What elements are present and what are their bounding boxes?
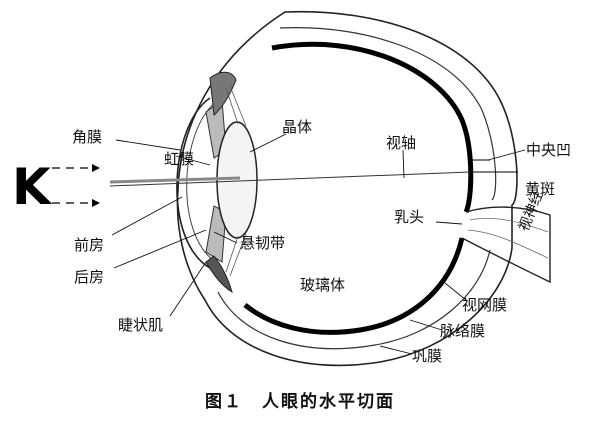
- cornea-inner: [186, 101, 217, 263]
- ciliary-lower: [205, 255, 233, 294]
- label-macula: 黄斑: [525, 180, 556, 198]
- label-cornea: 角膜: [72, 128, 103, 146]
- label-fovea: 中央凹: [526, 141, 572, 159]
- zonule-fibers: [225, 85, 247, 277]
- sclera-inner: [217, 27, 497, 350]
- optic-nerve-fibers: [467, 217, 549, 259]
- label-sclera: 巩膜: [412, 347, 443, 365]
- label-papilla: 乳头: [394, 208, 425, 226]
- label-vitreous: 玻璃体: [300, 276, 346, 294]
- ray-bottom-arrow: [92, 199, 100, 207]
- label-visual-axis: 视轴: [386, 134, 417, 152]
- label-anterior-chamber: 前房: [74, 236, 105, 254]
- optic-nerve-outline: [461, 206, 551, 284]
- retina-band: [271, 41, 474, 214]
- label-iris: 虹膜: [164, 150, 195, 168]
- sclera-outer: [176, 10, 518, 367]
- label-retina: 视网膜: [462, 296, 508, 314]
- cornea-outline: [176, 97, 211, 269]
- stimulus-letter: K: [12, 158, 51, 216]
- label-ciliary-muscle: 睫状肌: [118, 316, 164, 334]
- visual-axis-line: [109, 171, 471, 187]
- retina-band-lower: [243, 237, 465, 335]
- label-zonule: 悬韧带: [240, 234, 286, 252]
- ray-top-arrow: [92, 164, 100, 172]
- figure-caption: 图１ 人眼的水平切面: [205, 392, 395, 412]
- label-posterior-chamber: 后房: [74, 268, 105, 286]
- incoming-ray: [109, 176, 241, 184]
- ciliary-upper: [209, 71, 237, 117]
- label-choroid: 脉络膜: [440, 322, 486, 340]
- leader-lines: [111, 133, 526, 355]
- label-lens: 晶体: [282, 118, 313, 136]
